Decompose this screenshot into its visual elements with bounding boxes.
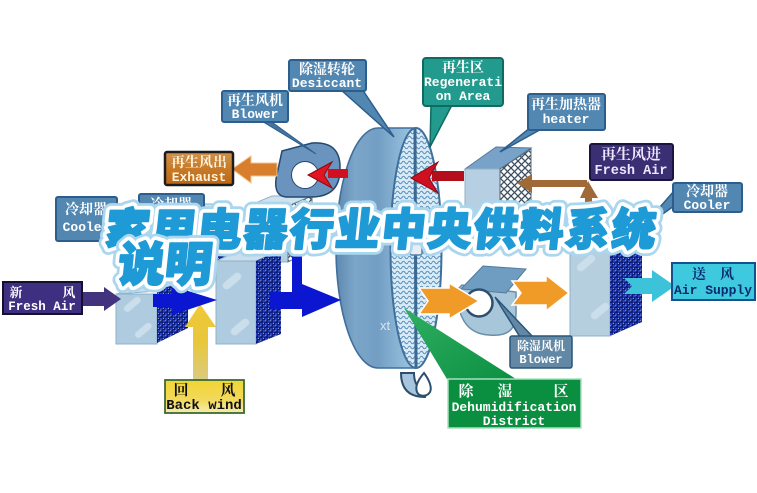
svg-text:除湿转轮: 除湿转轮	[299, 59, 355, 79]
svg-text:再生加热器: 再生加热器	[531, 94, 601, 114]
svg-text:说明: 说明	[115, 226, 216, 295]
svg-text:新: 新	[9, 282, 22, 301]
svg-text:送 风: 送 风	[692, 264, 734, 284]
svg-text:Regenerati: Regenerati	[424, 75, 502, 90]
svg-text:Cooler: Cooler	[63, 220, 110, 235]
svg-text:Cooler: Cooler	[684, 198, 731, 213]
svg-text:Back wind: Back wind	[166, 398, 242, 414]
svg-text:Fresh Air: Fresh Air	[595, 164, 668, 179]
svg-text:再生风机: 再生风机	[227, 90, 283, 110]
svg-text:District: District	[483, 414, 545, 429]
svg-text:Dehumidification: Dehumidification	[452, 400, 577, 415]
svg-text:说明: 说明	[115, 226, 216, 295]
svg-text:风: 风	[220, 379, 235, 400]
svg-text:风: 风	[62, 282, 75, 301]
svg-text:Fresh Air: Fresh Air	[8, 300, 76, 314]
svg-text:回: 回	[173, 379, 188, 400]
svg-text:说明: 说明	[115, 226, 216, 295]
svg-text:xt: xt	[380, 318, 391, 333]
svg-text:除: 除	[458, 380, 474, 401]
svg-text:Blower: Blower	[519, 353, 562, 367]
svg-text:Exhaust: Exhaust	[172, 170, 227, 185]
svg-text:再生区: 再生区	[442, 57, 484, 77]
svg-text:heater: heater	[543, 112, 590, 127]
svg-text:湿: 湿	[497, 380, 512, 401]
svg-text:冷却器: 冷却器	[686, 181, 728, 201]
svg-text:Blower: Blower	[232, 107, 279, 122]
svg-text:区: 区	[553, 380, 568, 401]
svg-text:再生风出: 再生风出	[171, 152, 227, 172]
svg-text:再生风进: 再生风进	[601, 143, 661, 164]
svg-text:Desiccant: Desiccant	[292, 76, 362, 91]
svg-text:Air Supply: Air Supply	[674, 283, 752, 298]
svg-text:冷却器: 冷却器	[150, 194, 192, 214]
svg-text:冷却器: 冷却器	[65, 199, 107, 219]
svg-text:on Area: on Area	[436, 89, 491, 104]
svg-text:除湿风机: 除湿风机	[517, 337, 565, 354]
